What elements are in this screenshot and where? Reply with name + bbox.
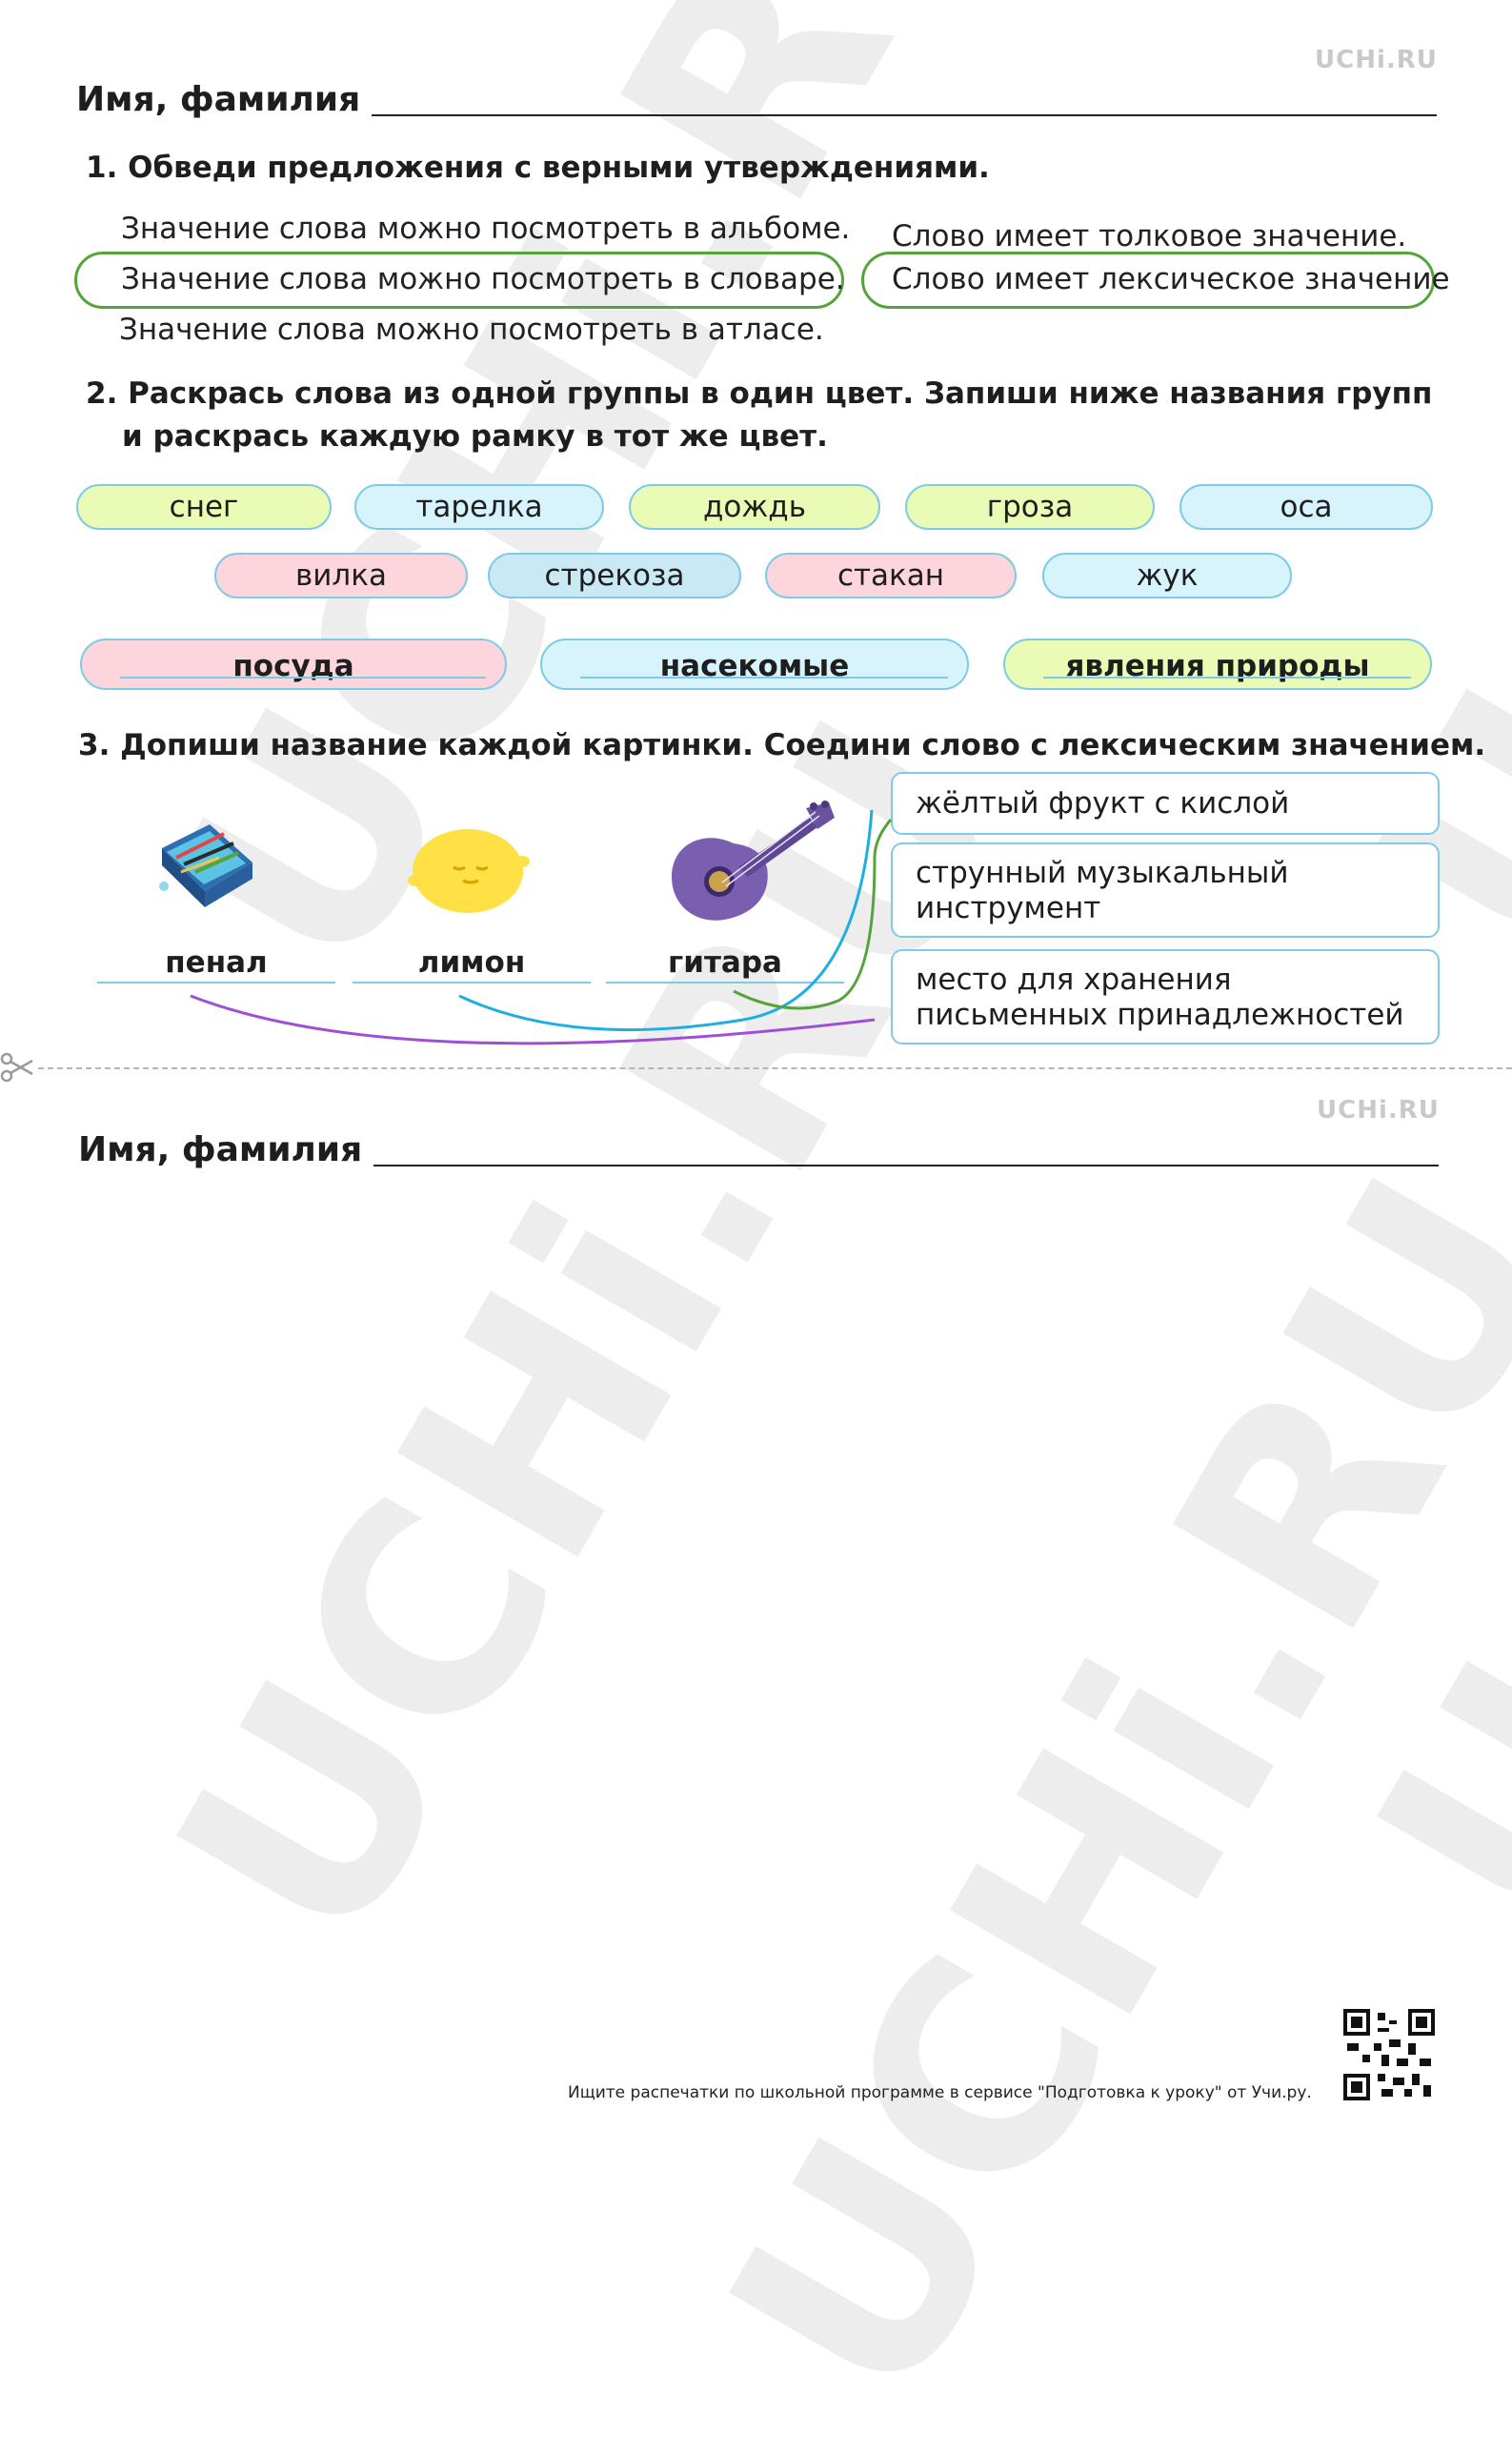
pencil-case-icon [159,824,252,907]
cut-line [38,1067,1512,1069]
word-stakan[interactable]: стакан [765,553,1017,598]
statement-dictionary[interactable]: Значение слова можно посмотреть в словар… [121,262,845,296]
task2-title-line1: 2. Раскрась слова из одной группы в один… [86,376,1433,411]
task3-title: 3. Допиши название каждой картинки. Соед… [78,728,1486,762]
word-dozhd[interactable]: дождь [629,484,880,530]
answer-lemon[interactable]: лимон [417,945,526,980]
name-line[interactable] [372,114,1437,116]
word-groza[interactable]: гроза [905,484,1155,530]
word-zhuk[interactable]: жук [1042,553,1292,598]
answer-oval-right [861,252,1435,309]
connection-line-guitar [733,819,893,1010]
connection-lines [190,809,893,1045]
word-vilka[interactable]: вилка [214,553,468,598]
scissors-icon [0,1052,33,1083]
group-answer-line [1043,677,1411,679]
answer-line [97,982,335,984]
brand-logo: UCHi.RU [1317,1096,1440,1125]
task1-title: 1. Обведи предложения с верными утвержде… [86,151,990,185]
statement-explanatory[interactable]: Слово имеет толковое значение. [892,219,1407,254]
answer-guitar[interactable]: гитара [668,945,782,980]
definition-pencil-case[interactable]: место для хранения письменных принадлежн… [891,949,1440,1044]
answer-pencil-case[interactable]: пенал [165,945,268,980]
answer-line [606,982,844,984]
brand-logo: UCHi.RU [1315,46,1438,74]
word-osa[interactable]: оса [1179,484,1433,530]
name-label: Имя, фамилия [76,80,361,119]
word-tarelka[interactable]: тарелка [354,484,604,530]
statement-lexical[interactable]: Слово имеет лексическое значение [892,262,1450,296]
name-line[interactable] [373,1165,1439,1166]
group-box-insects[interactable]: насекомые [540,639,969,690]
group-box-dishes[interactable]: посуда [80,639,507,690]
group-answer-line [120,677,486,679]
connection-line-lemon [458,809,874,1032]
task2-title-line2: и раскрась каждую рамку в тот же цвет. [122,419,828,454]
group-answer-line [580,677,948,679]
statement-atlas[interactable]: Значение слова можно посмотреть в атласе… [119,313,824,347]
definition-guitar[interactable]: струнный музыкальный инструмент [891,842,1440,938]
statement-album[interactable]: Значение слова можно посмотреть в альбом… [121,212,851,246]
word-strekoza[interactable]: стрекоза [488,553,741,598]
answer-line [353,982,591,984]
connection-line-pencil-case [190,994,876,1045]
name-label: Имя, фамилия [78,1130,363,1169]
guitar-icon [672,801,835,921]
lemon-icon [408,829,530,913]
group-box-weather[interactable]: явления природы [1003,639,1432,690]
qr-code-icon[interactable] [1343,2009,1435,2100]
footer-text: Ищите распечатки по школьной программе в… [568,2083,1312,2102]
word-sneg[interactable]: снег [76,484,332,530]
answer-oval-left [74,252,844,309]
